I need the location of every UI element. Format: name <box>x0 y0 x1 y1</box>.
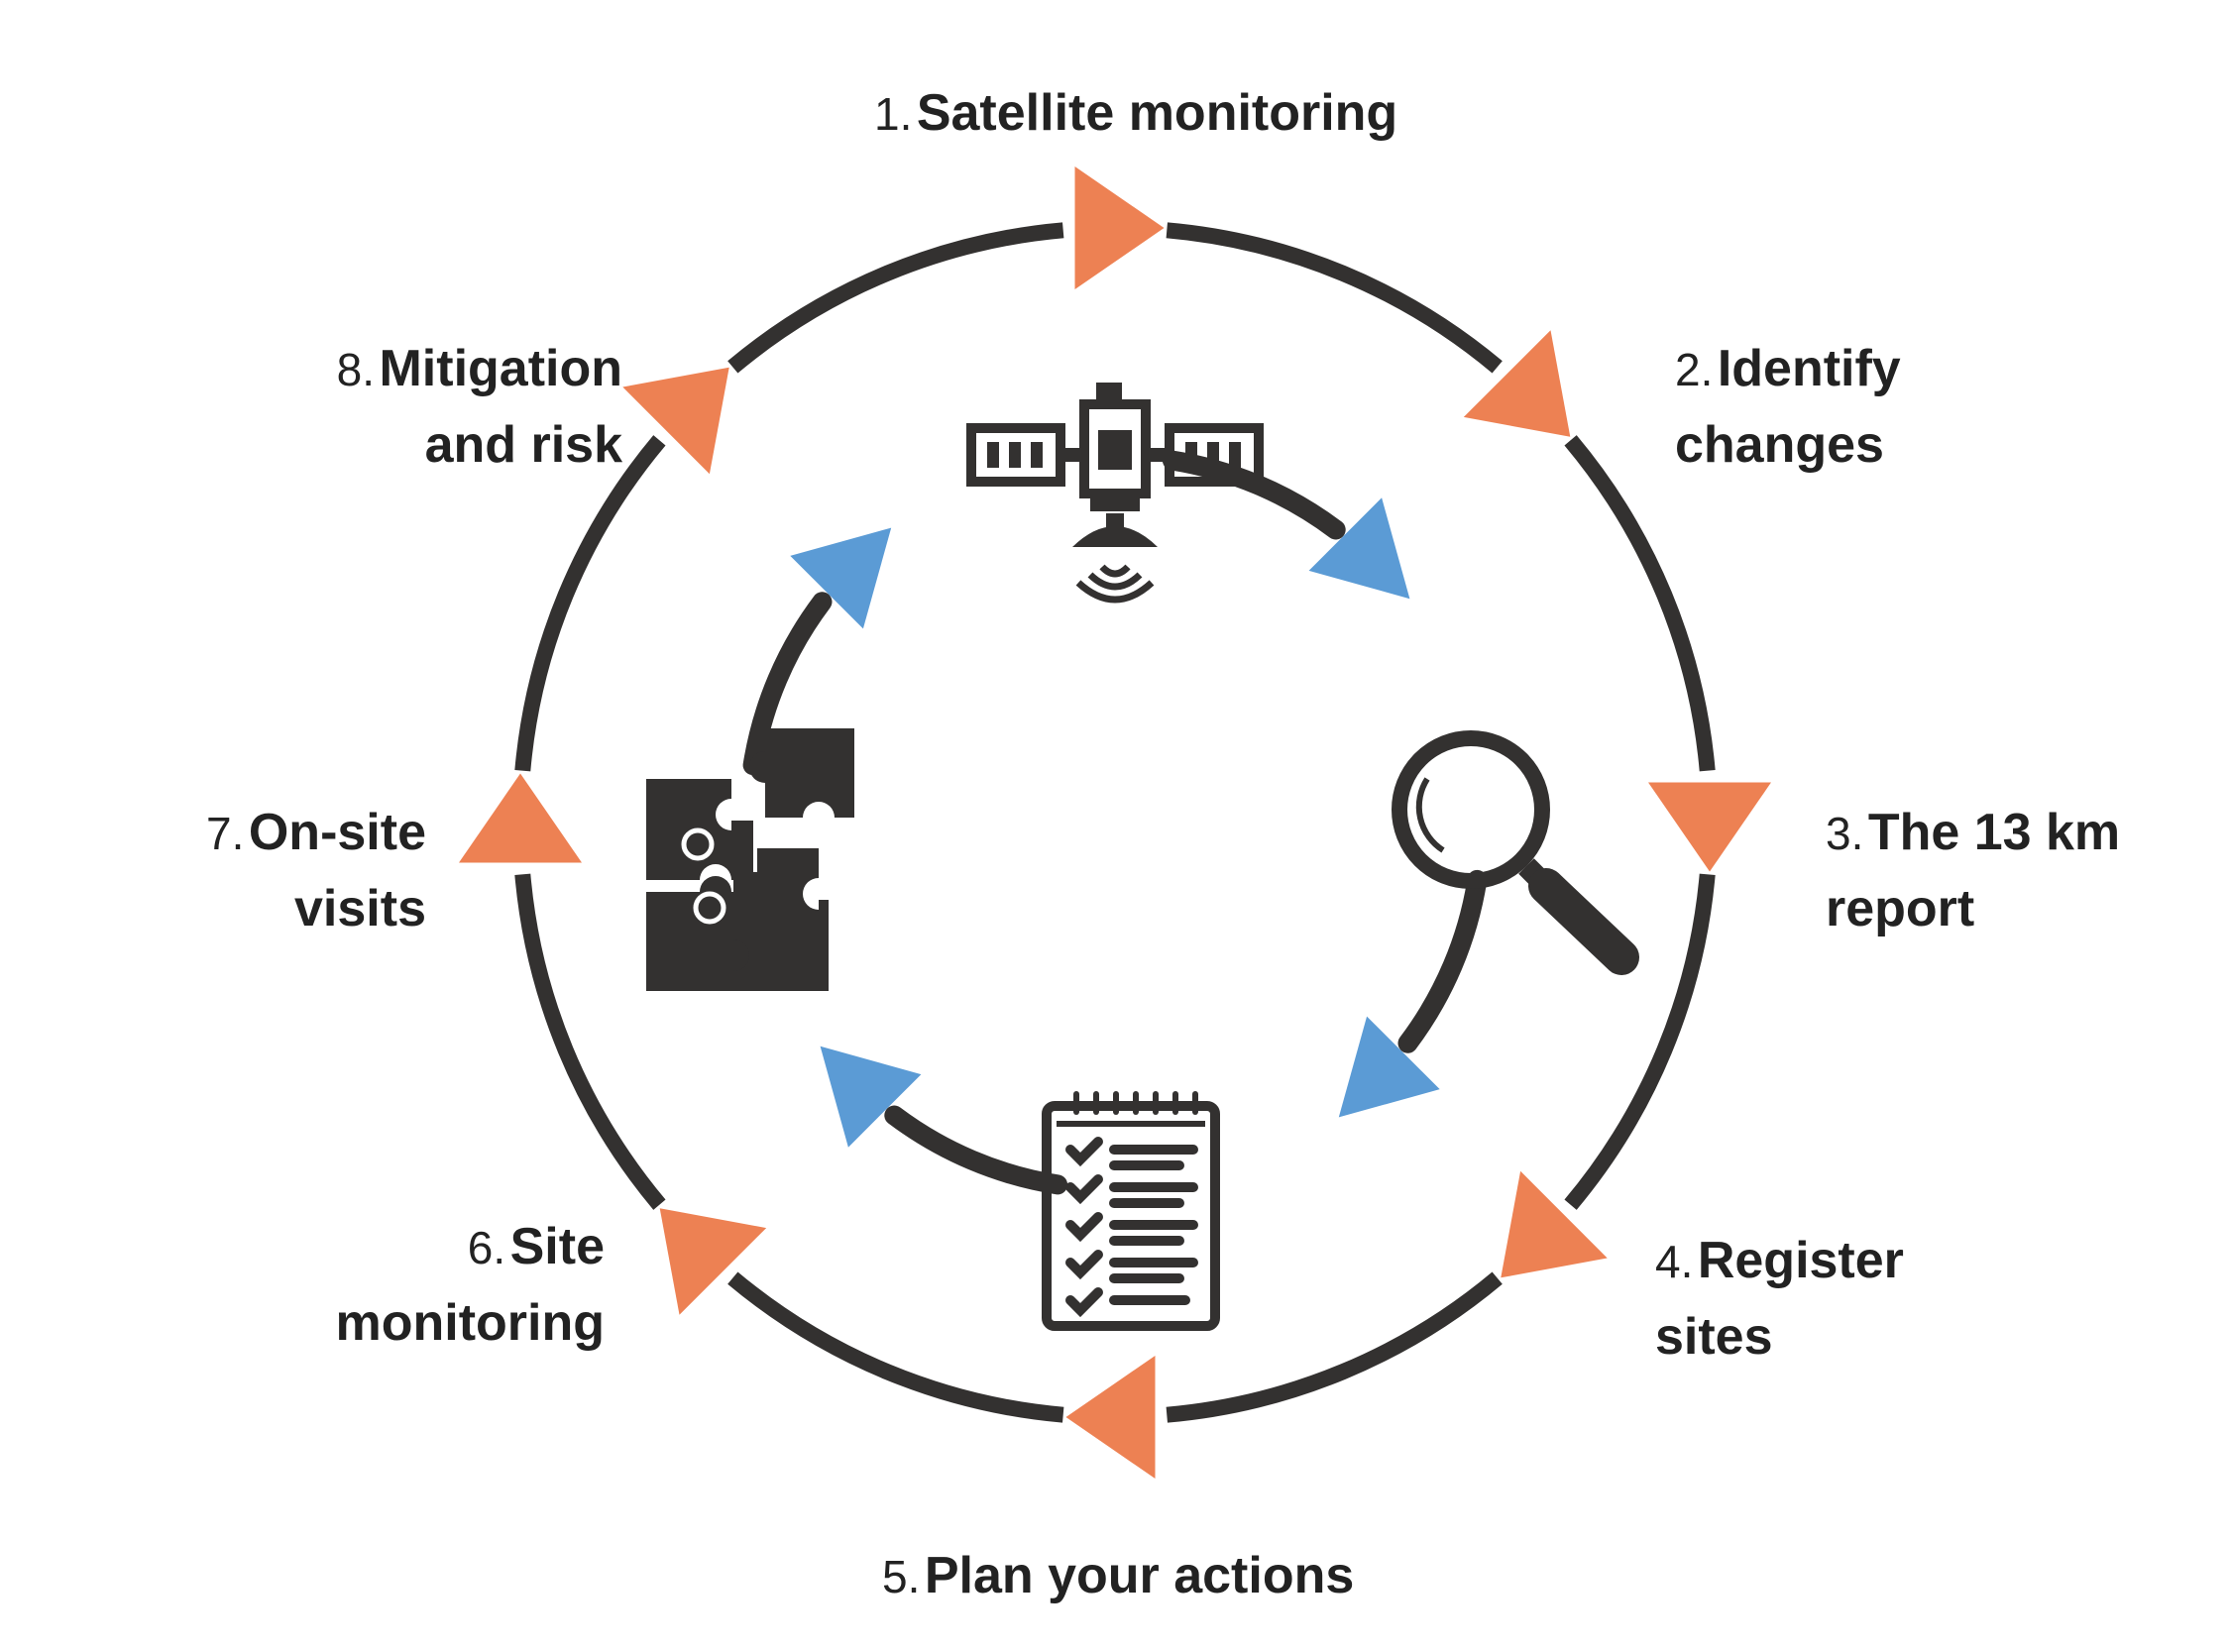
inner-arrow-1 <box>1308 497 1410 600</box>
outer-cycle-arrows <box>459 166 1771 1479</box>
satellite-icon <box>966 383 1264 604</box>
step-3-title-line2: report <box>1826 880 1975 937</box>
step-1-number: 1. <box>874 88 913 140</box>
outer-ring-segment <box>727 1271 1064 1423</box>
step-8-title-line2: and risk <box>424 416 622 474</box>
outer-ring-segment <box>727 222 1064 374</box>
step-4-number: 4. <box>1655 1236 1694 1287</box>
checkmark-icon <box>1065 1212 1103 1243</box>
step-2-title-line2: changes <box>1675 416 1884 474</box>
step-5-label: 5. Plan your actions <box>882 1544 1354 1620</box>
puzzle-icon <box>646 728 854 991</box>
checkmark-icon <box>1065 1137 1103 1167</box>
inner-cycle-arrows <box>790 497 1440 1148</box>
step-6-title: Site <box>509 1218 605 1275</box>
inner-ring-segment <box>1397 869 1488 1053</box>
checkmark-icon <box>1065 1250 1103 1280</box>
outer-arrow-3 <box>1648 782 1771 872</box>
outer-arrow-4 <box>1501 1170 1608 1278</box>
step-8-label: 8. Mitigation and risk <box>337 337 622 477</box>
checkmark-icon <box>1065 1287 1103 1318</box>
step-4-title: Register <box>1697 1232 1904 1289</box>
step-1-title: Satellite monitoring <box>916 84 1398 142</box>
step-3-label: 3. The 13 km report <box>1826 801 2120 940</box>
inner-arrow-2 <box>1338 1016 1440 1118</box>
step-5-title: Plan your actions <box>924 1547 1355 1604</box>
outer-ring-segment <box>514 435 666 772</box>
outer-ring-segment <box>1166 1271 1503 1423</box>
step-3-title: The 13 km <box>1867 804 2121 861</box>
outer-arrow-5 <box>1065 1356 1156 1479</box>
step-3-number: 3. <box>1826 808 1864 859</box>
step-8-title: Mitigation <box>379 340 622 397</box>
step-7-number: 7. <box>206 808 245 859</box>
step-6-title-line2: monitoring <box>335 1294 605 1352</box>
outer-arrow-1 <box>1074 166 1165 289</box>
outer-arrow-2 <box>1463 330 1571 437</box>
inner-ring-segment <box>742 592 833 776</box>
checkmark-icon <box>1065 1174 1103 1205</box>
step-8-number: 8. <box>336 344 376 395</box>
outer-ring-segment <box>514 873 666 1210</box>
outer-cycle-ring <box>514 222 1716 1423</box>
outer-ring-segment <box>1564 873 1716 1210</box>
inner-arrow-3 <box>820 1046 922 1148</box>
outer-arrow-6 <box>659 1208 767 1315</box>
outer-ring-segment <box>1166 222 1503 374</box>
outer-ring-segment <box>1564 435 1716 772</box>
step-1-label: 1. Satellite monitoring <box>874 81 1397 158</box>
inner-arrow-4 <box>790 527 892 629</box>
step-7-title: On-site <box>248 804 426 861</box>
step-7-label: 7. On-site visits <box>206 801 426 940</box>
inner-ring-segment <box>884 1105 1068 1195</box>
outer-arrow-7 <box>459 773 582 863</box>
step-6-number: 6. <box>467 1222 506 1273</box>
step-7-title-line2: visits <box>294 880 426 937</box>
step-2-title: Identify <box>1717 340 1901 397</box>
step-2-number: 2. <box>1675 344 1714 395</box>
outer-arrow-8 <box>622 367 729 475</box>
step-2-label: 2. Identify changes <box>1675 337 1901 477</box>
step-4-title-line2: sites <box>1655 1308 1773 1366</box>
step-6-label: 6. Site monitoring <box>335 1215 605 1355</box>
step-4-label: 4. Register sites <box>1655 1229 1904 1369</box>
checklist-icon <box>1042 1091 1220 1331</box>
magnifier-icon <box>1392 730 1639 975</box>
step-5-number: 5. <box>882 1551 921 1602</box>
